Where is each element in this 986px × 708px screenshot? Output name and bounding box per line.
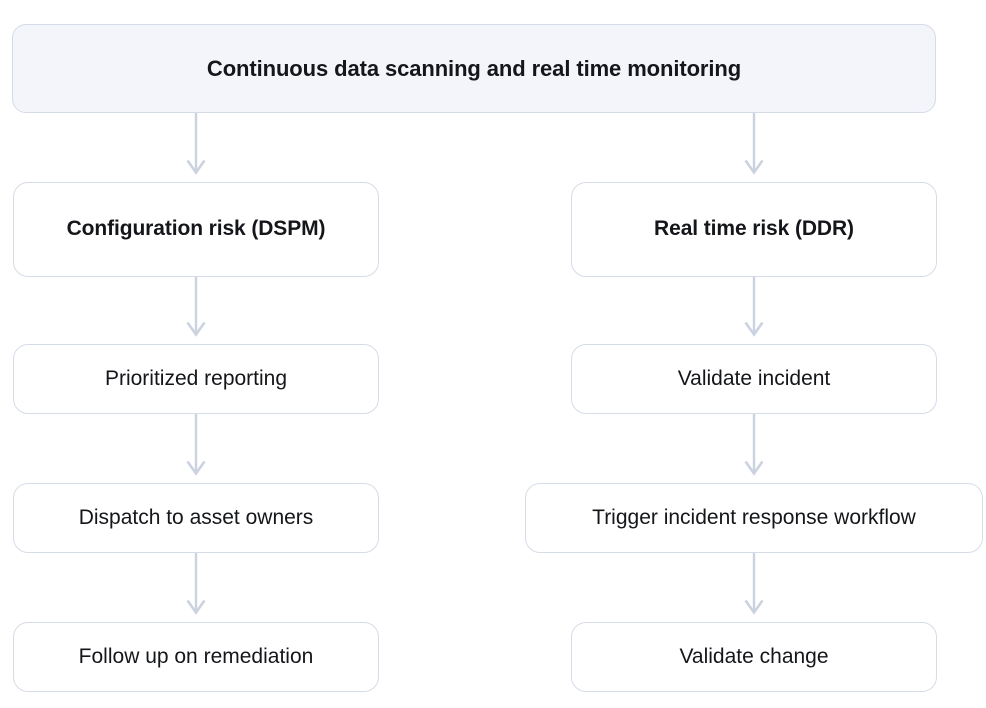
node-validate-change[interactable]: Validate change bbox=[571, 622, 937, 692]
node-trigger-incident-response-workflow-label: Trigger incident response workflow bbox=[592, 505, 916, 529]
node-prioritized-reporting-label: Prioritized reporting bbox=[104, 366, 288, 390]
node-real-time-risk-ddr-label: Real time risk (DDR) bbox=[654, 217, 854, 241]
arrow-validate-incident-to-trigger bbox=[744, 414, 764, 476]
node-trigger-incident-response-workflow[interactable]: Trigger incident response workflow bbox=[525, 483, 983, 553]
arrow-ddr-to-validate-incident bbox=[744, 277, 764, 337]
node-configuration-risk-dspm[interactable]: Configuration risk (DSPM) bbox=[13, 182, 379, 277]
arrow-dispatch-to-follow-up bbox=[186, 553, 206, 615]
node-prioritized-reporting[interactable]: Prioritized reporting bbox=[13, 344, 379, 414]
node-header-label: Continuous data scanning and real time m… bbox=[206, 55, 742, 81]
node-follow-up-on-remediation[interactable]: Follow up on remediation bbox=[13, 622, 379, 692]
node-follow-up-on-remediation-label: Follow up on remediation bbox=[78, 644, 314, 668]
arrow-trigger-to-validate-change bbox=[744, 553, 764, 615]
node-validate-incident[interactable]: Validate incident bbox=[571, 344, 937, 414]
node-validate-incident-label: Validate incident bbox=[677, 366, 831, 390]
node-validate-change-label: Validate change bbox=[679, 644, 829, 668]
arrow-header-to-dspm bbox=[186, 113, 206, 175]
node-dispatch-to-asset-owners-label: Dispatch to asset owners bbox=[78, 505, 314, 529]
node-real-time-risk-ddr[interactable]: Real time risk (DDR) bbox=[571, 182, 937, 277]
node-dispatch-to-asset-owners[interactable]: Dispatch to asset owners bbox=[13, 483, 379, 553]
node-header[interactable]: Continuous data scanning and real time m… bbox=[12, 24, 936, 113]
arrow-dspm-to-prioritized-reporting bbox=[186, 277, 206, 337]
node-configuration-risk-dspm-label: Configuration risk (DSPM) bbox=[66, 217, 326, 241]
arrow-header-to-ddr bbox=[744, 113, 764, 175]
arrow-prioritized-reporting-to-dispatch bbox=[186, 414, 206, 476]
